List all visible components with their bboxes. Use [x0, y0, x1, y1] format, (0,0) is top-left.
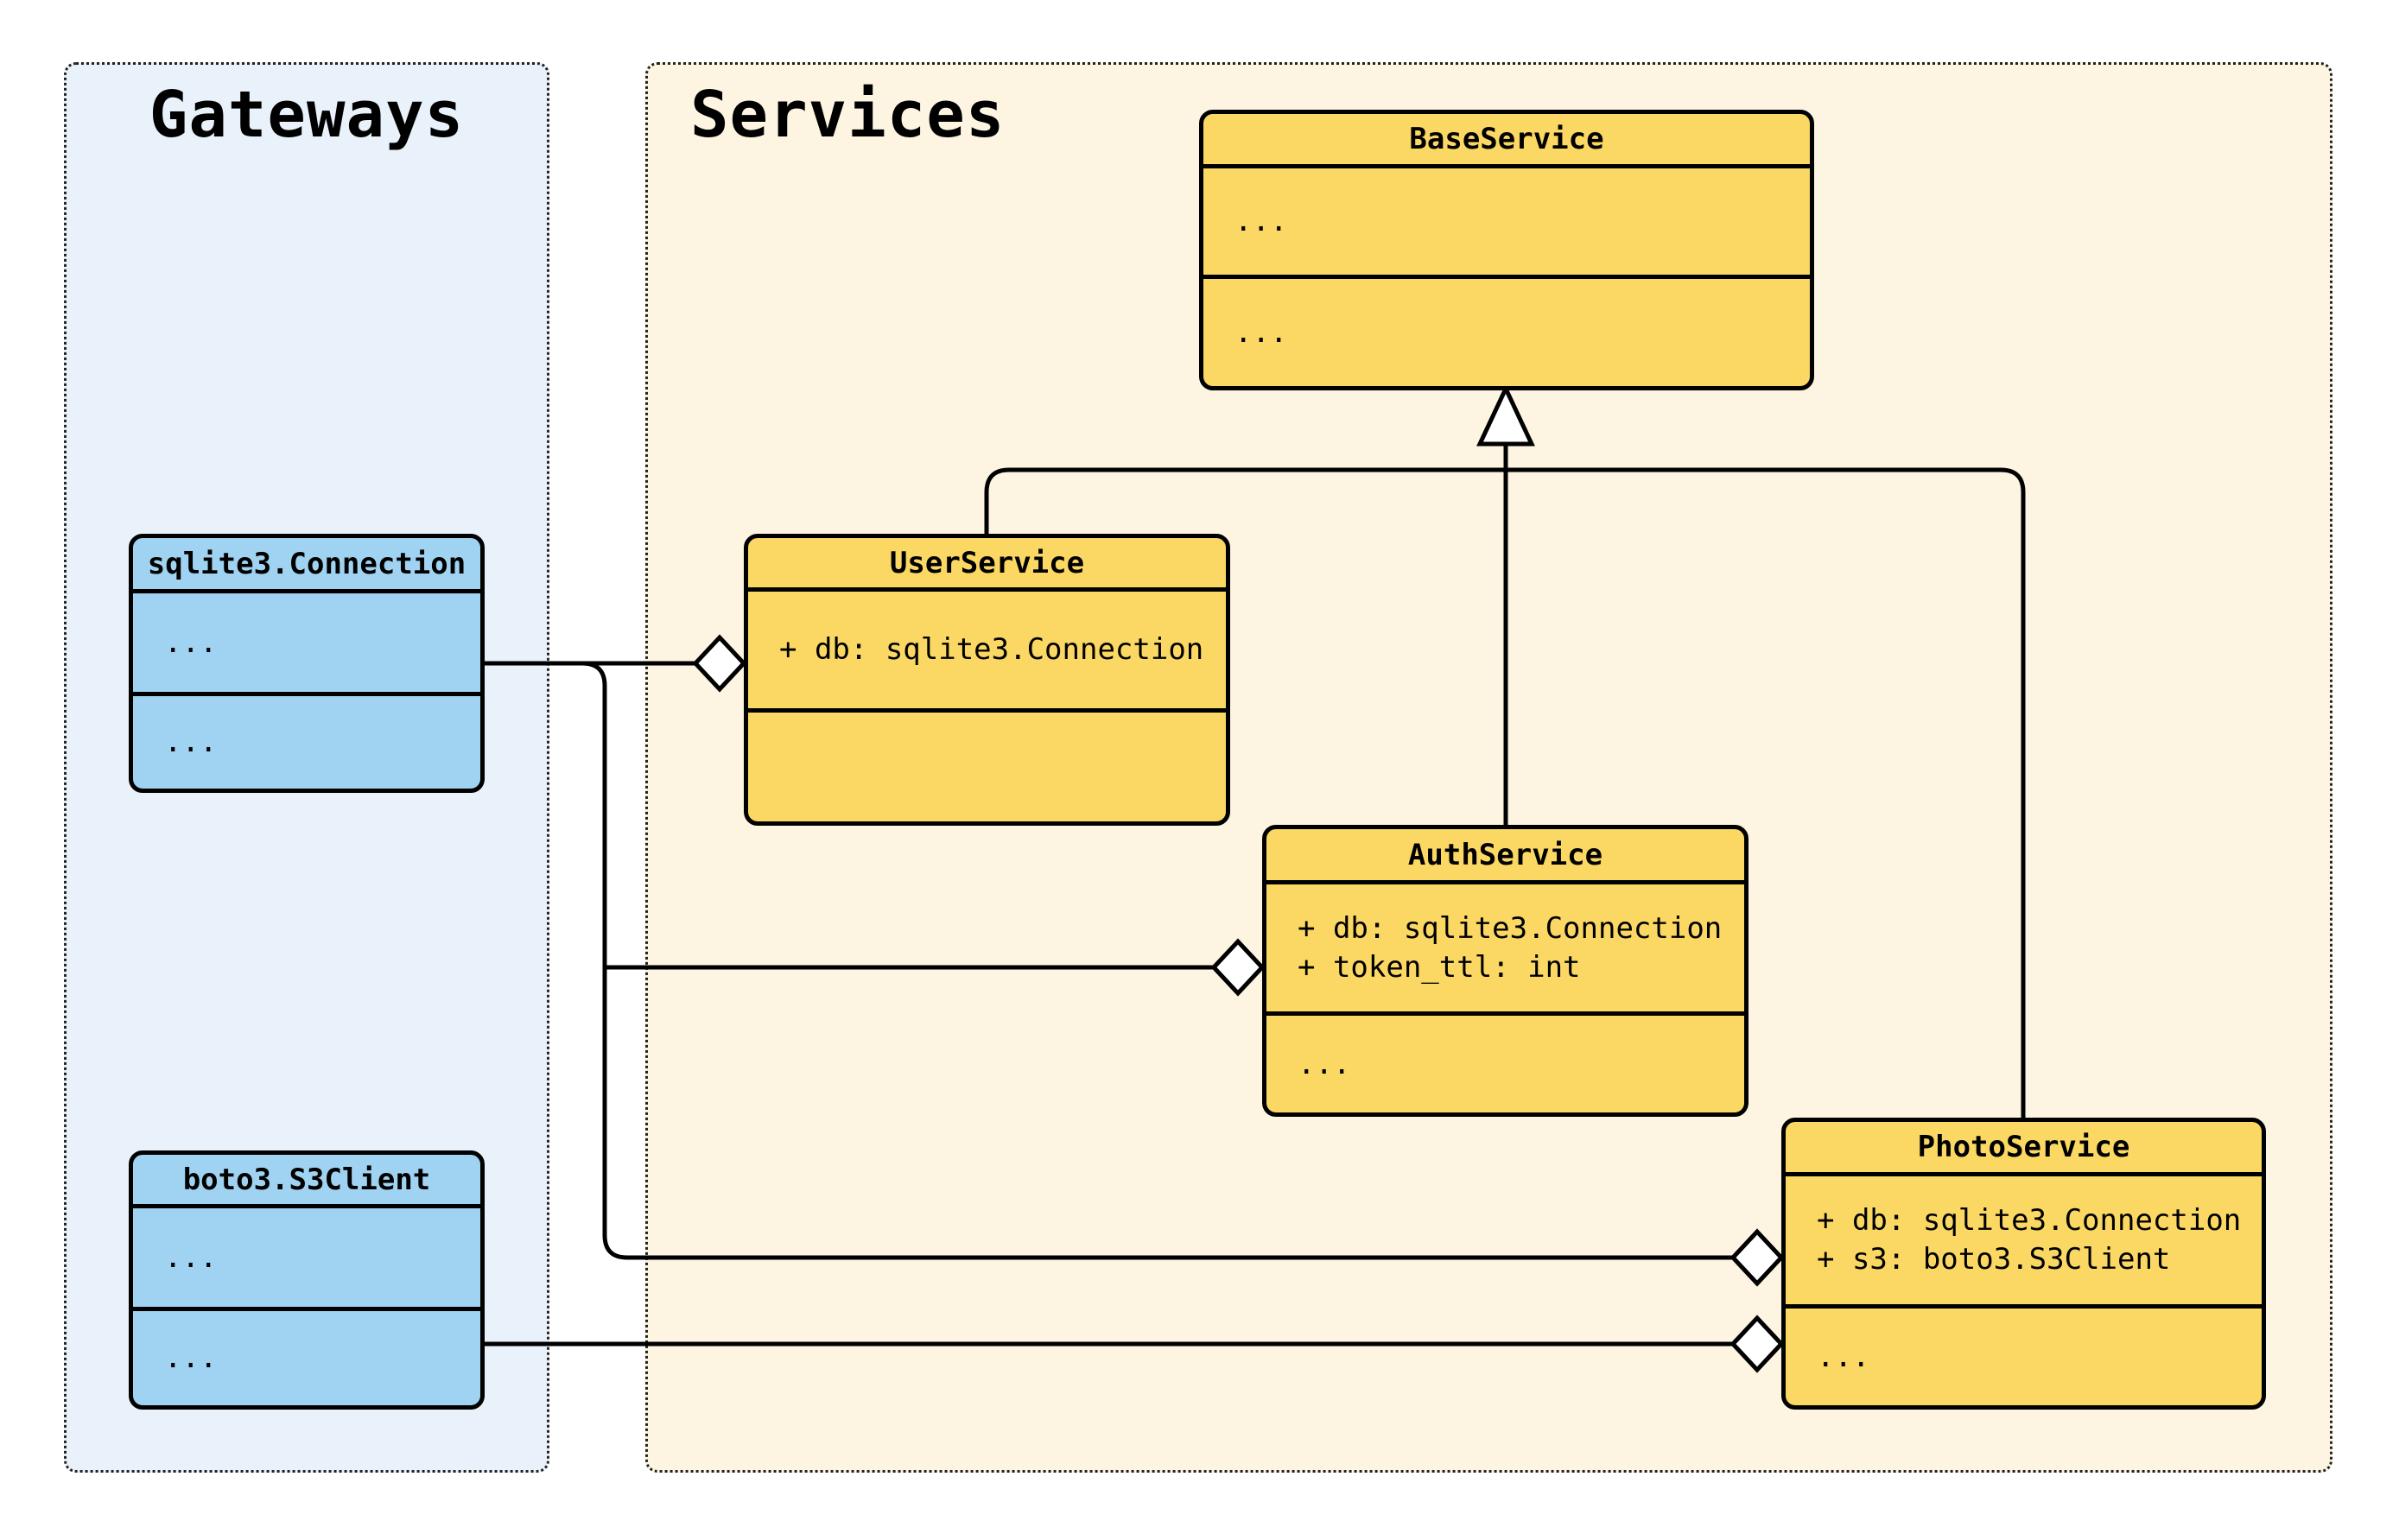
class-attributes: ... [133, 593, 480, 696]
attribute-line: ... [164, 624, 218, 660]
class-methods: ... [133, 696, 480, 789]
class-name: BaseService [1203, 114, 1810, 168]
class-userservice: UserService + db: sqlite3.Connection [744, 534, 1230, 826]
class-baseservice: BaseService ... ... [1199, 110, 1814, 390]
class-methods: ... [1786, 1309, 2262, 1405]
class-name: UserService [748, 538, 1226, 592]
class-photoservice: PhotoService + db: sqlite3.Connection + … [1781, 1118, 2266, 1410]
attribute-line: ... [1234, 204, 1288, 238]
class-methods: ... [133, 1311, 480, 1405]
aggregation-diamond-photoservice-db-icon [1729, 1228, 1785, 1287]
class-attributes: + db: sqlite3.Connection + s3: boto3.S3C… [1786, 1176, 2262, 1309]
services-panel-title: Services [690, 78, 1006, 152]
aggregation-diamond-authservice-icon [1210, 938, 1266, 997]
aggregation-line-photoservice-db [581, 661, 1738, 1260]
class-name: sqlite3.Connection [133, 538, 480, 593]
class-sqlite3-connection: sqlite3.Connection ... ... [129, 534, 485, 793]
attribute-line: + db: sqlite3.Connection [1298, 910, 1723, 946]
class-attributes: ... [1203, 168, 1810, 279]
method-line: ... [1817, 1339, 1870, 1374]
class-attributes: + db: sqlite3.Connection [748, 592, 1226, 713]
method-line: ... [1234, 314, 1288, 350]
gateways-panel-title: Gateways [149, 78, 465, 152]
class-methods: ... [1266, 1016, 1744, 1112]
class-name: PhotoService [1786, 1122, 2262, 1176]
attribute-line: ... [164, 1239, 218, 1275]
class-methods [748, 713, 1226, 821]
attribute-line: + db: sqlite3.Connection [1817, 1203, 2242, 1238]
class-authservice: AuthService + db: sqlite3.Connection + t… [1262, 825, 1748, 1117]
class-name: boto3.S3Client [133, 1155, 480, 1208]
aggregation-diamond-userservice-icon [692, 634, 747, 693]
attribute-line: + db: sqlite3.Connection [779, 632, 1204, 667]
attribute-line: + s3: boto3.S3Client [1817, 1242, 2171, 1277]
class-boto3-s3client: boto3.S3Client ... ... [129, 1150, 485, 1410]
method-line: ... [164, 725, 218, 759]
class-name: AuthService [1266, 829, 1744, 884]
inheritance-triangle-icon [1476, 383, 1535, 447]
class-attributes: + db: sqlite3.Connection + token_ttl: in… [1266, 884, 1744, 1016]
aggregation-diamond-photoservice-s3-icon [1729, 1315, 1785, 1373]
method-line: ... [1298, 1046, 1351, 1081]
attribute-line: + token_ttl: int [1298, 949, 1581, 985]
class-attributes: ... [133, 1208, 480, 1311]
method-line: ... [164, 1340, 218, 1375]
inheritance-rail [984, 467, 2026, 1119]
class-methods: ... [1203, 279, 1810, 386]
